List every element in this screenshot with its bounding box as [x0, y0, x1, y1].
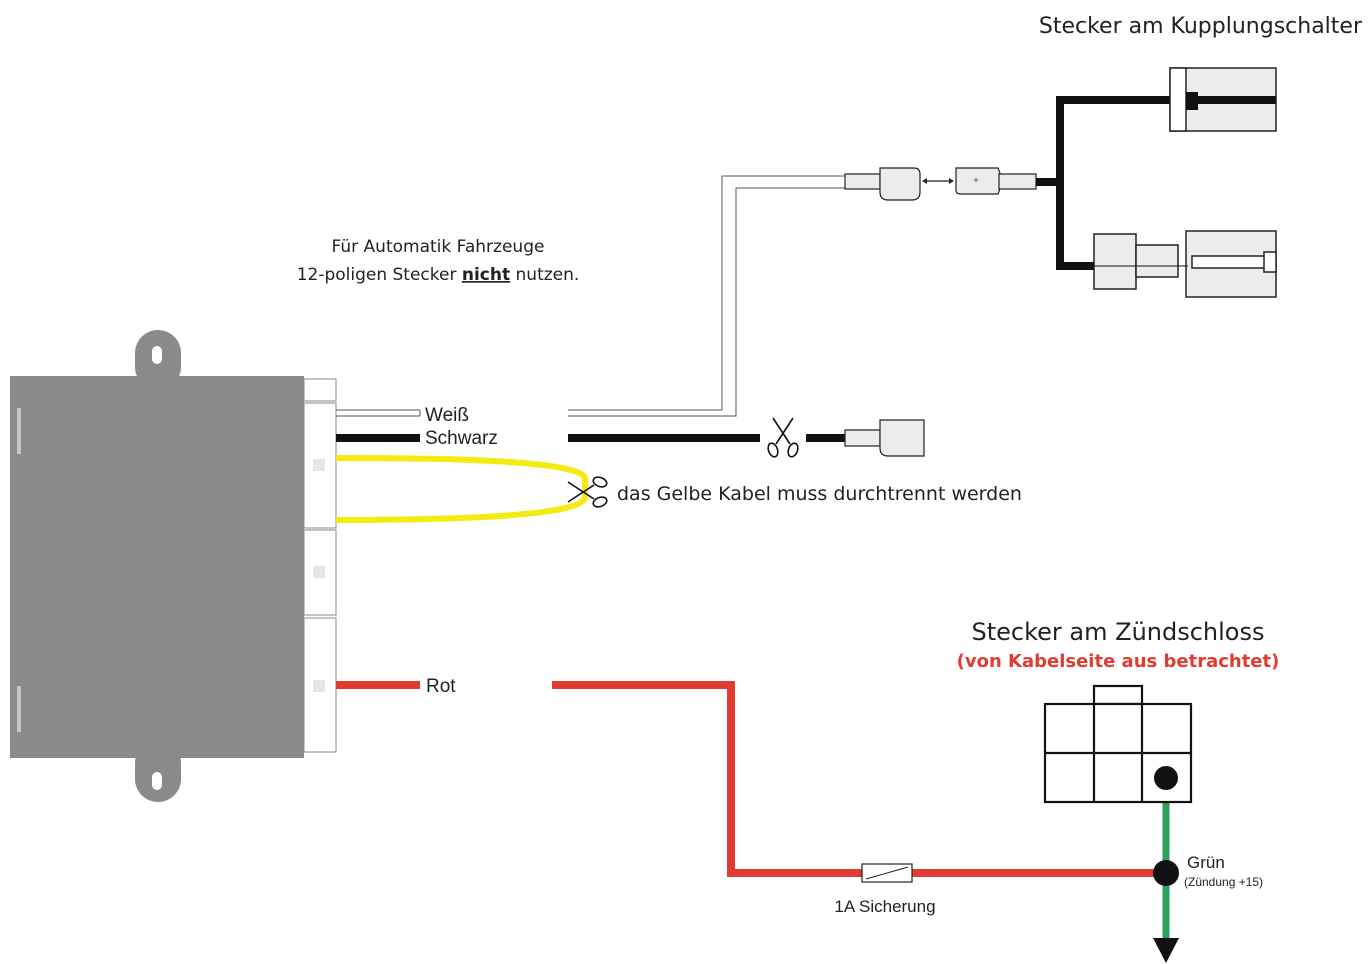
scissors-icon: [767, 417, 799, 458]
module-highlight: [17, 686, 21, 732]
fuse: [861, 863, 913, 883]
automatic-note-line2: 12-poligen Stecker nicht nutzen.: [297, 265, 580, 285]
mount-hole-bottom: [152, 772, 162, 790]
clutch-switch-plug-lower: [1093, 230, 1277, 298]
wire-label-black: Schwarz: [425, 428, 498, 449]
clutch-connector-adapter: [844, 167, 1037, 201]
arrow-down-icon: [1153, 938, 1179, 963]
ignition-connector: [1043, 684, 1193, 804]
clutch-connector-title: Stecker am Kupplungschalter: [1039, 14, 1363, 39]
ignition-title: Stecker am Zündschloss: [972, 618, 1265, 646]
yellow-cut-note: das Gelbe Kabel muss durchtrennt werden: [617, 483, 1022, 505]
green-sublabel: (Zündung +15): [1184, 875, 1263, 889]
ignition-subtitle: (von Kabelseite aus betrachtet): [957, 651, 1280, 672]
wire-label-white: Weiß: [425, 405, 469, 426]
wire-label-red: Rot: [426, 676, 456, 697]
red-wire: [552, 681, 1166, 877]
black-wire-connector: [844, 419, 925, 457]
module-connector-small: [303, 378, 337, 402]
fuse-label: 1A Sicherung: [834, 897, 935, 916]
clutch-harness-upper: [1036, 96, 1172, 186]
white-wire: [568, 175, 845, 411]
scissors-icon: [567, 476, 608, 508]
automatic-note-line1: Für Automatik Fahrzeuge: [332, 237, 545, 257]
clutch-harness-lower: [1056, 182, 1094, 270]
module-body: [10, 376, 304, 758]
green-label: Grün: [1187, 853, 1225, 872]
mount-hole-top: [152, 346, 162, 364]
ignition-pin-green: [1154, 766, 1178, 790]
junction-node: [1153, 860, 1179, 886]
module-highlight: [17, 408, 21, 454]
module: [10, 330, 337, 802]
connector-pin-mark: °: [974, 178, 979, 189]
yellow-wire: [335, 455, 588, 523]
